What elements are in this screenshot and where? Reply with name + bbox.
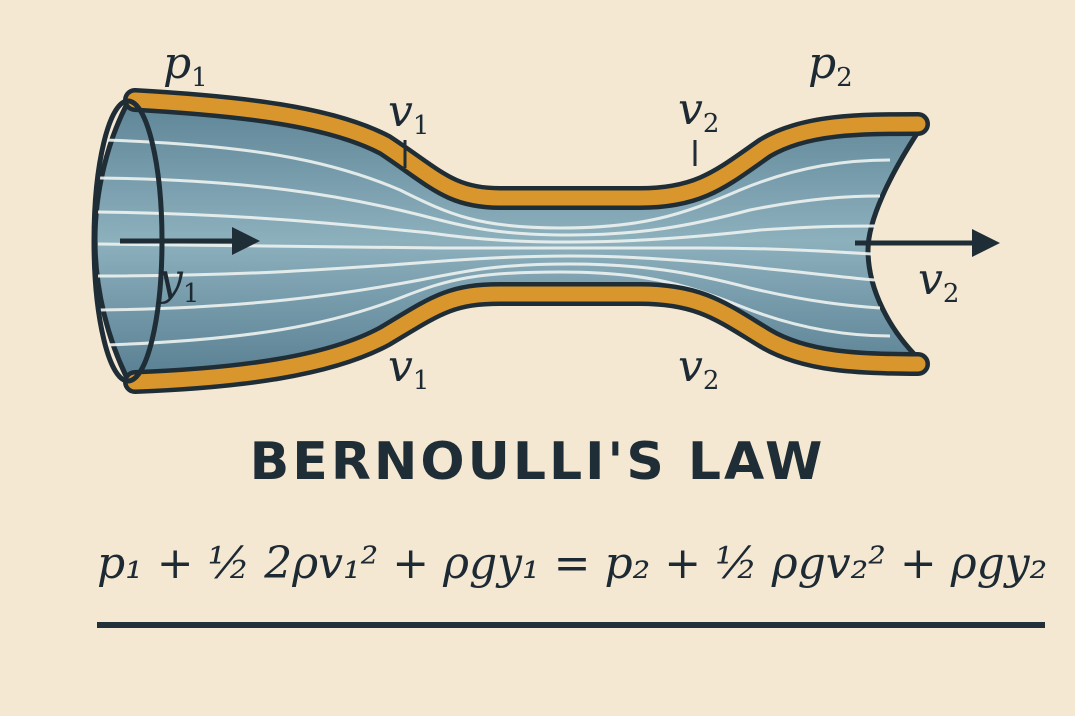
- y1-label: y1: [158, 254, 200, 309]
- inlet-arrow-icon: [120, 227, 260, 255]
- streamlines: [97, 138, 891, 347]
- v1-bottom-label: v1: [388, 341, 430, 396]
- v1-top-label: v1: [388, 86, 430, 141]
- v2-top-label: v2: [678, 84, 720, 139]
- p2-label: p2: [808, 38, 853, 93]
- outlet-arrow-icon: [855, 229, 1000, 257]
- v2-outlet-label: v2: [918, 254, 960, 309]
- p1-label: p1: [163, 38, 208, 93]
- v2-bottom-label: v2: [678, 341, 720, 396]
- diagram-title: BERNOULLI'S LAW: [249, 432, 826, 492]
- bernoulli-equation: p₁ + ½ 2ρv₁² + ρgy₁ = p₂ + ½ ρgv₂² + ρgy…: [97, 538, 1048, 589]
- equation-underline: [97, 622, 1045, 628]
